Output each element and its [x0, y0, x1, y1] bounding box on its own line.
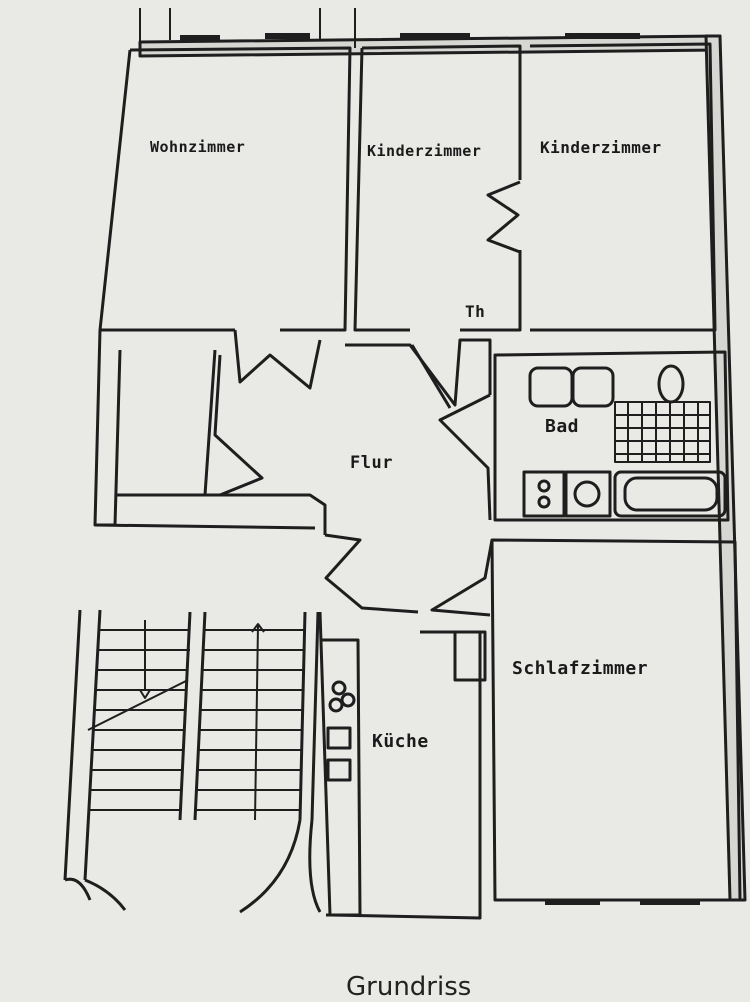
room-label-kinderzimmer-1: Kinderzimmer: [367, 142, 482, 160]
shower-grid: [614, 401, 711, 463]
wall-bad: [493, 350, 730, 522]
wall-schlafzimmer: [490, 538, 742, 902]
door-kinderzimmer-1: [410, 344, 452, 409]
wall-kinderzimmer-2: [529, 42, 717, 332]
staircase: [63, 609, 322, 914]
room-label-kueche: Küche: [372, 731, 429, 752]
door-schlafzimmer: [430, 539, 494, 617]
bathtub: [613, 470, 727, 518]
window-wohnzimmer: [180, 33, 310, 41]
washer: [522, 470, 566, 518]
kitchen-counter: [322, 638, 362, 917]
room-label-schlafzimmer: Schlafzimmer: [512, 658, 649, 679]
sink-2: [571, 366, 615, 408]
room-label-flur: Flur: [350, 453, 393, 473]
wall-flur: [345, 338, 492, 407]
door-small-room: [213, 354, 264, 497]
room-label-kinderzimmer-2: Kinderzimmer: [540, 138, 662, 157]
wall-kinderzimmer-1: [353, 44, 522, 332]
door-bad: [438, 393, 492, 521]
dryer: [564, 470, 612, 518]
room-label-bad: Bad: [545, 416, 580, 437]
room-label-wohnzimmer: Wohnzimmer: [150, 138, 246, 156]
door-kueche-flur: [324, 533, 419, 614]
bathtub-inner: [623, 476, 719, 512]
outer-wall-right: [704, 34, 747, 902]
plan-caption: Grundriss: [346, 972, 472, 1002]
door-wohnzimmer: [233, 329, 322, 390]
door-kinderzimmer-2: [486, 180, 521, 254]
room-label-th: Th: [465, 302, 486, 321]
chimney: [453, 630, 487, 682]
wall-flur-left: [94, 493, 327, 535]
